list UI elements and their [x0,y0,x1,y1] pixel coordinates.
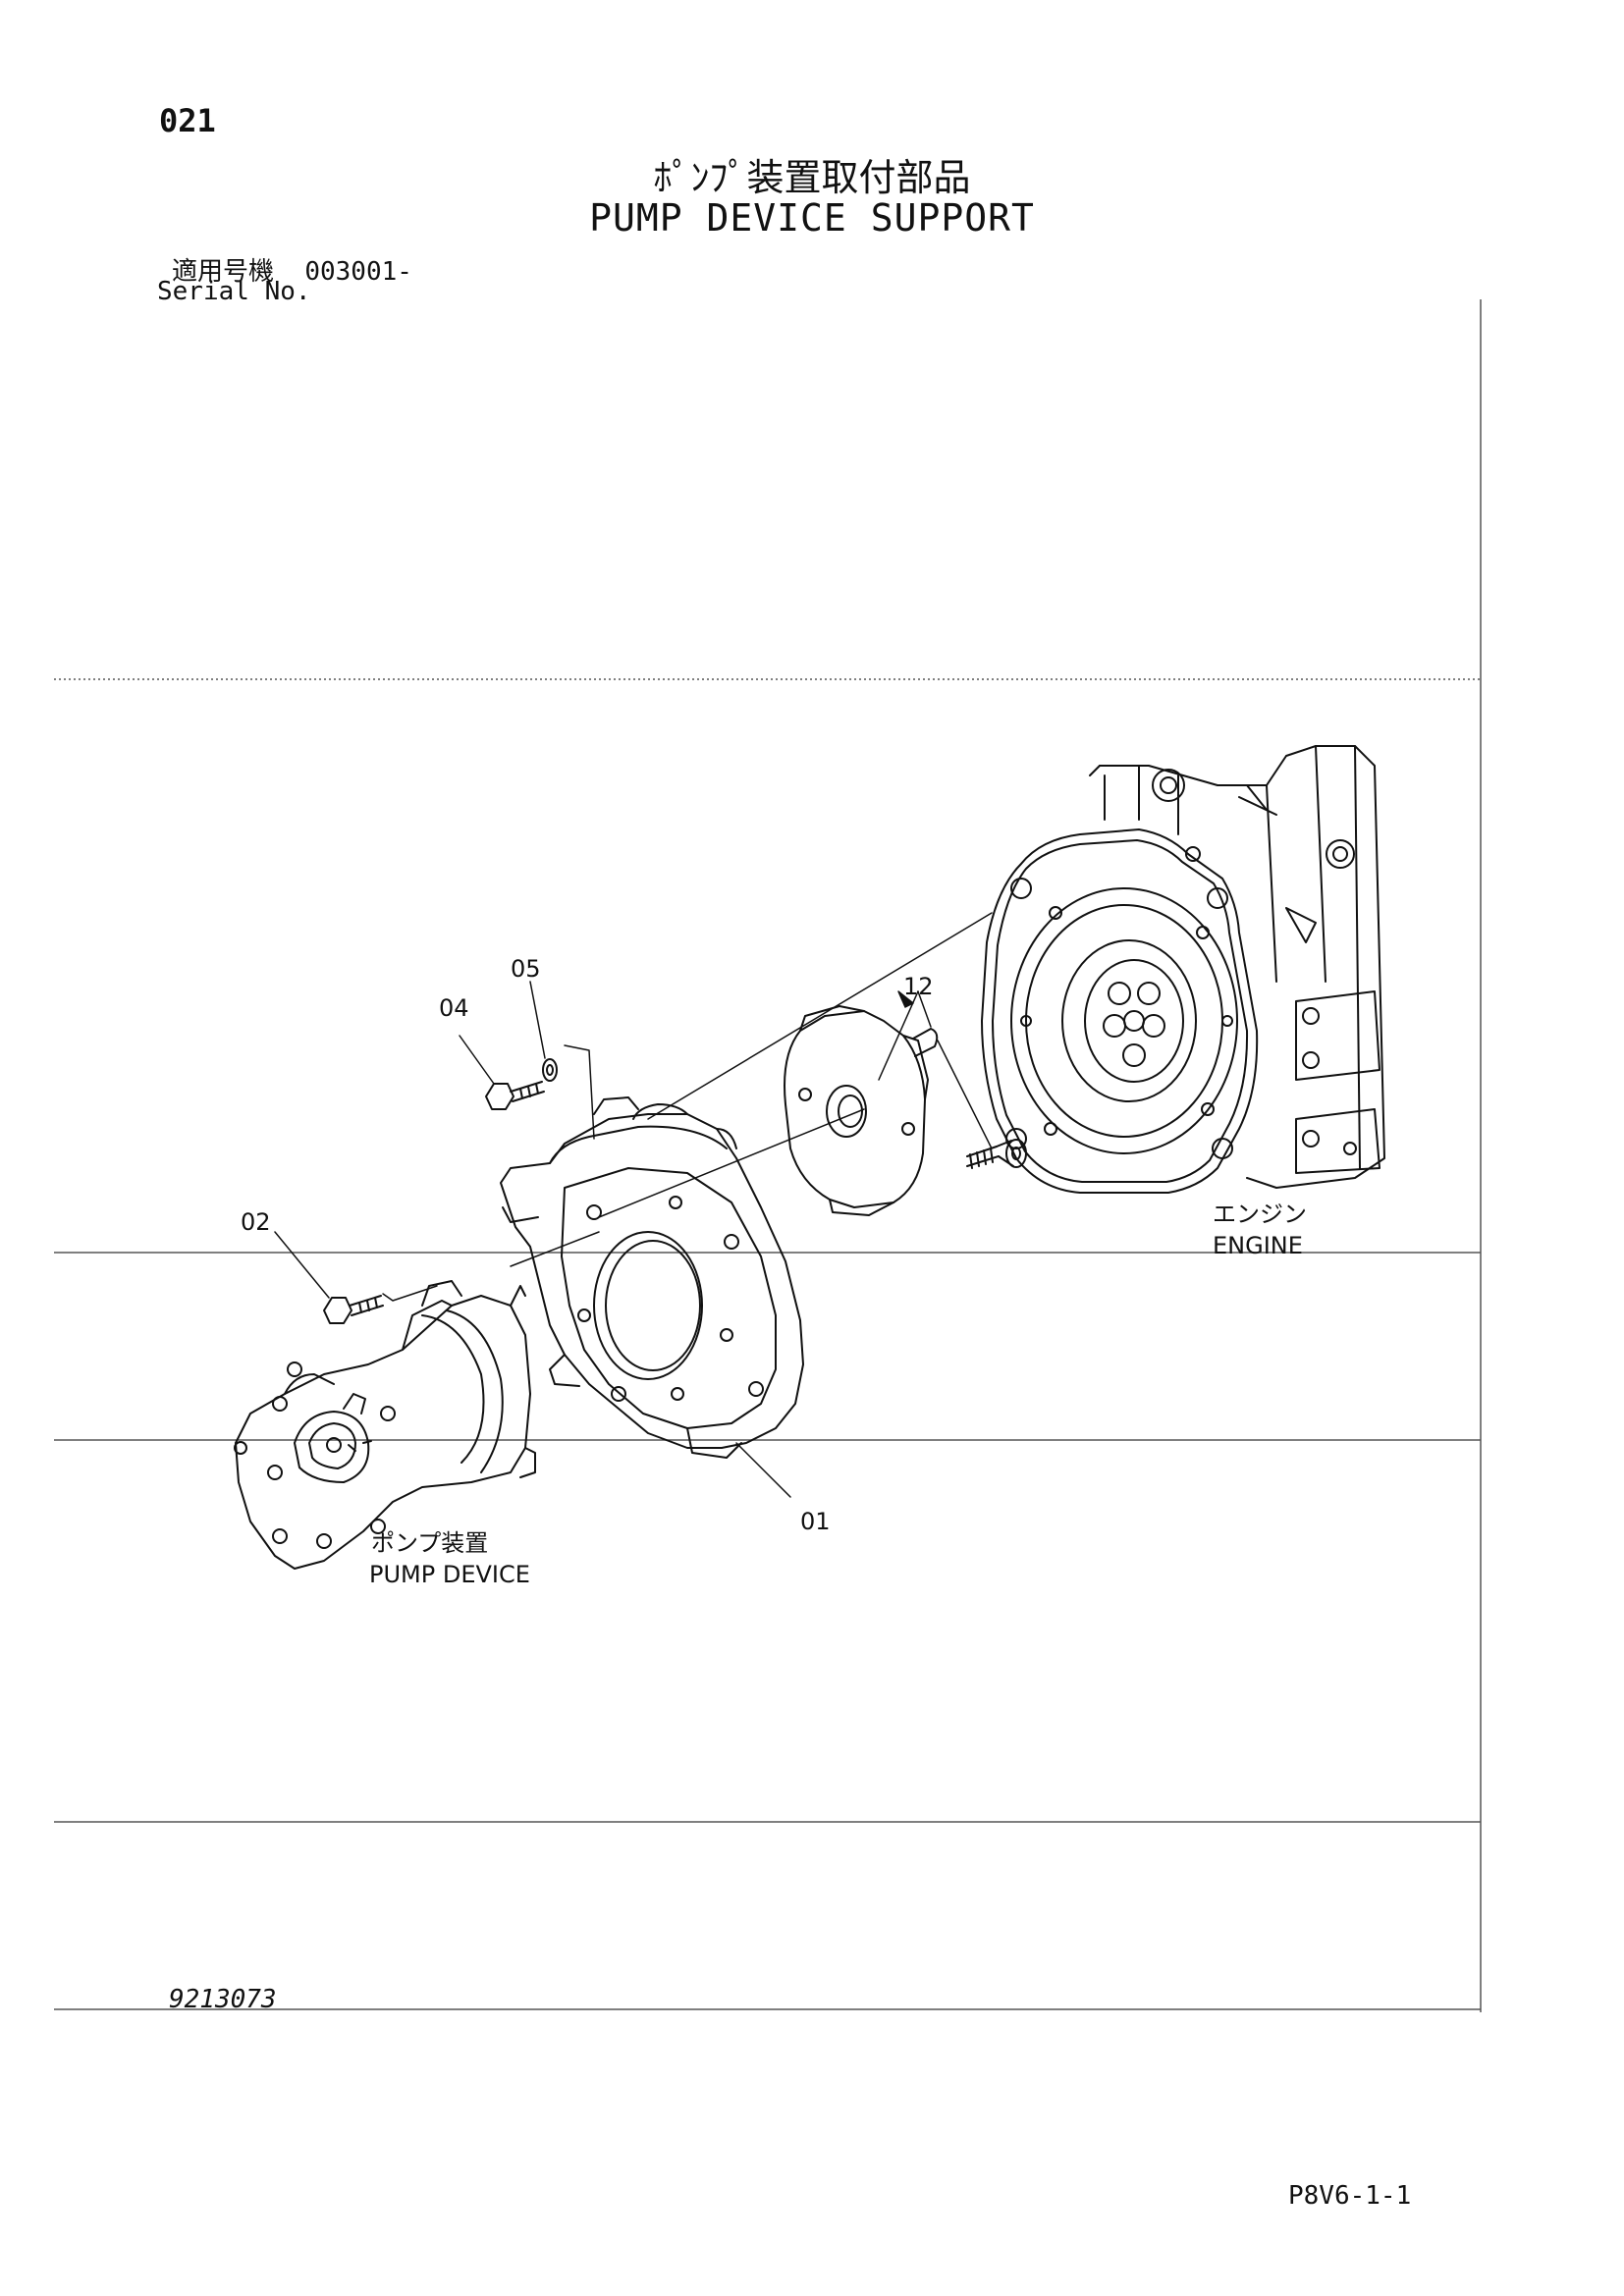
pump-device-drawing [234,1280,536,1570]
pump-device-label-jp: ポンプ装置 [371,1529,488,1557]
callout-02: 02 [241,1208,271,1236]
callout-01: 01 [800,1508,831,1535]
bolt-02-drawing [323,1295,384,1324]
serial-label-japanese: 適用号機 003001- [172,251,412,288]
sheet-code: P8V6-1-1 [1288,2181,1412,2211]
engine-drawing [981,745,1385,1194]
pump-device-label: PUMP DEVICE [369,1561,530,1588]
page-number: 021 [159,102,216,139]
callout-12: 12 [903,973,934,1000]
assembly-alignment-lines [382,912,993,1302]
drawing-number: 9213073 [169,1985,277,2014]
engine-label-jp: エンジン [1213,1201,1307,1228]
washer-05-drawing [542,1058,558,1082]
serial-label-jp-text: 適用号機 [172,257,275,287]
support-bracket-drawing [500,1096,804,1459]
callout-leaders [274,981,932,1498]
serial-value: 003001- [304,257,412,287]
callout-04: 04 [439,994,469,1022]
callout-05: 05 [511,955,541,983]
page-title-japanese: ﾎﾟﾝﾌﾟ装置取付部品 [653,156,971,199]
serial-label: Serial No. [157,277,311,306]
page-frame-lines [54,299,1482,2012]
coupling-drawing [784,1005,1027,1216]
page-title: PUMP DEVICE SUPPORT [589,196,1035,240]
engine-label: ENGINE [1213,1232,1303,1259]
bolt-04-drawing [485,1081,545,1110]
